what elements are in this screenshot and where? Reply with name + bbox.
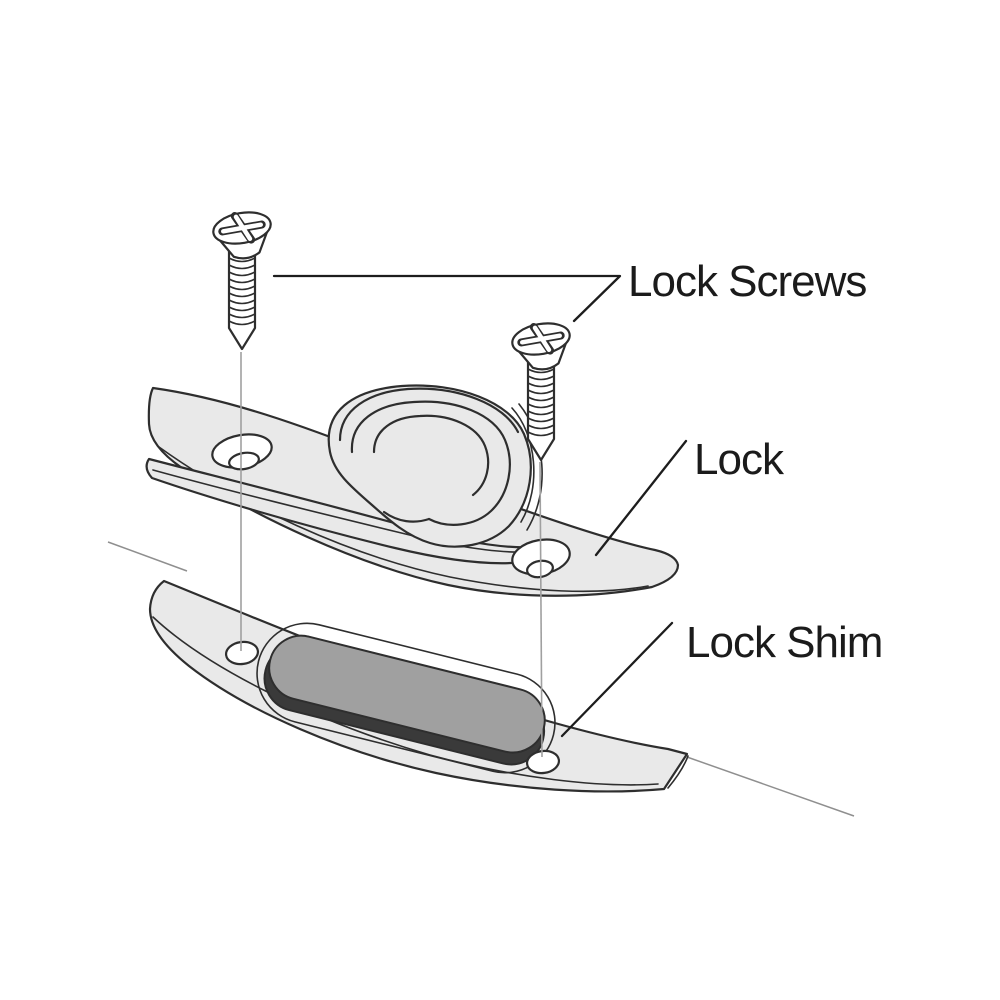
label-lock-screws: Lock Screws <box>628 257 866 306</box>
lock-cam <box>327 384 543 548</box>
construction-line-right <box>686 756 855 817</box>
shim-tip-edge <box>667 755 689 789</box>
lock-shim-part <box>148 579 689 793</box>
cam-top-edge <box>338 387 520 442</box>
leader-lines <box>272 274 688 738</box>
alignment-lines <box>240 352 543 758</box>
shim-slot <box>256 622 556 774</box>
lock-hole-1 <box>228 451 260 471</box>
cam-edge-crescent-2 <box>518 403 543 531</box>
leader-lock-shim <box>560 621 674 738</box>
leader-lock <box>594 439 688 557</box>
construction-line-left <box>107 541 188 572</box>
construction-line <box>107 541 855 817</box>
cam-spiral-inner <box>372 414 490 497</box>
cam-spiral-outer <box>350 400 511 526</box>
cam-body <box>327 384 532 548</box>
handle-arm-ridge <box>152 469 529 553</box>
lock-part <box>145 384 680 597</box>
leader-lock-screws <box>272 274 622 323</box>
cam-hook-tail <box>382 510 431 523</box>
alignment-line-screw-2 <box>539 461 543 758</box>
label-lock-shim: Lock Shim <box>686 618 882 667</box>
slot-recess-outline <box>256 622 556 774</box>
lock-screw-1 <box>211 208 276 349</box>
label-lock: Lock <box>694 435 785 484</box>
cam-edge-crescent-1 <box>511 407 535 523</box>
